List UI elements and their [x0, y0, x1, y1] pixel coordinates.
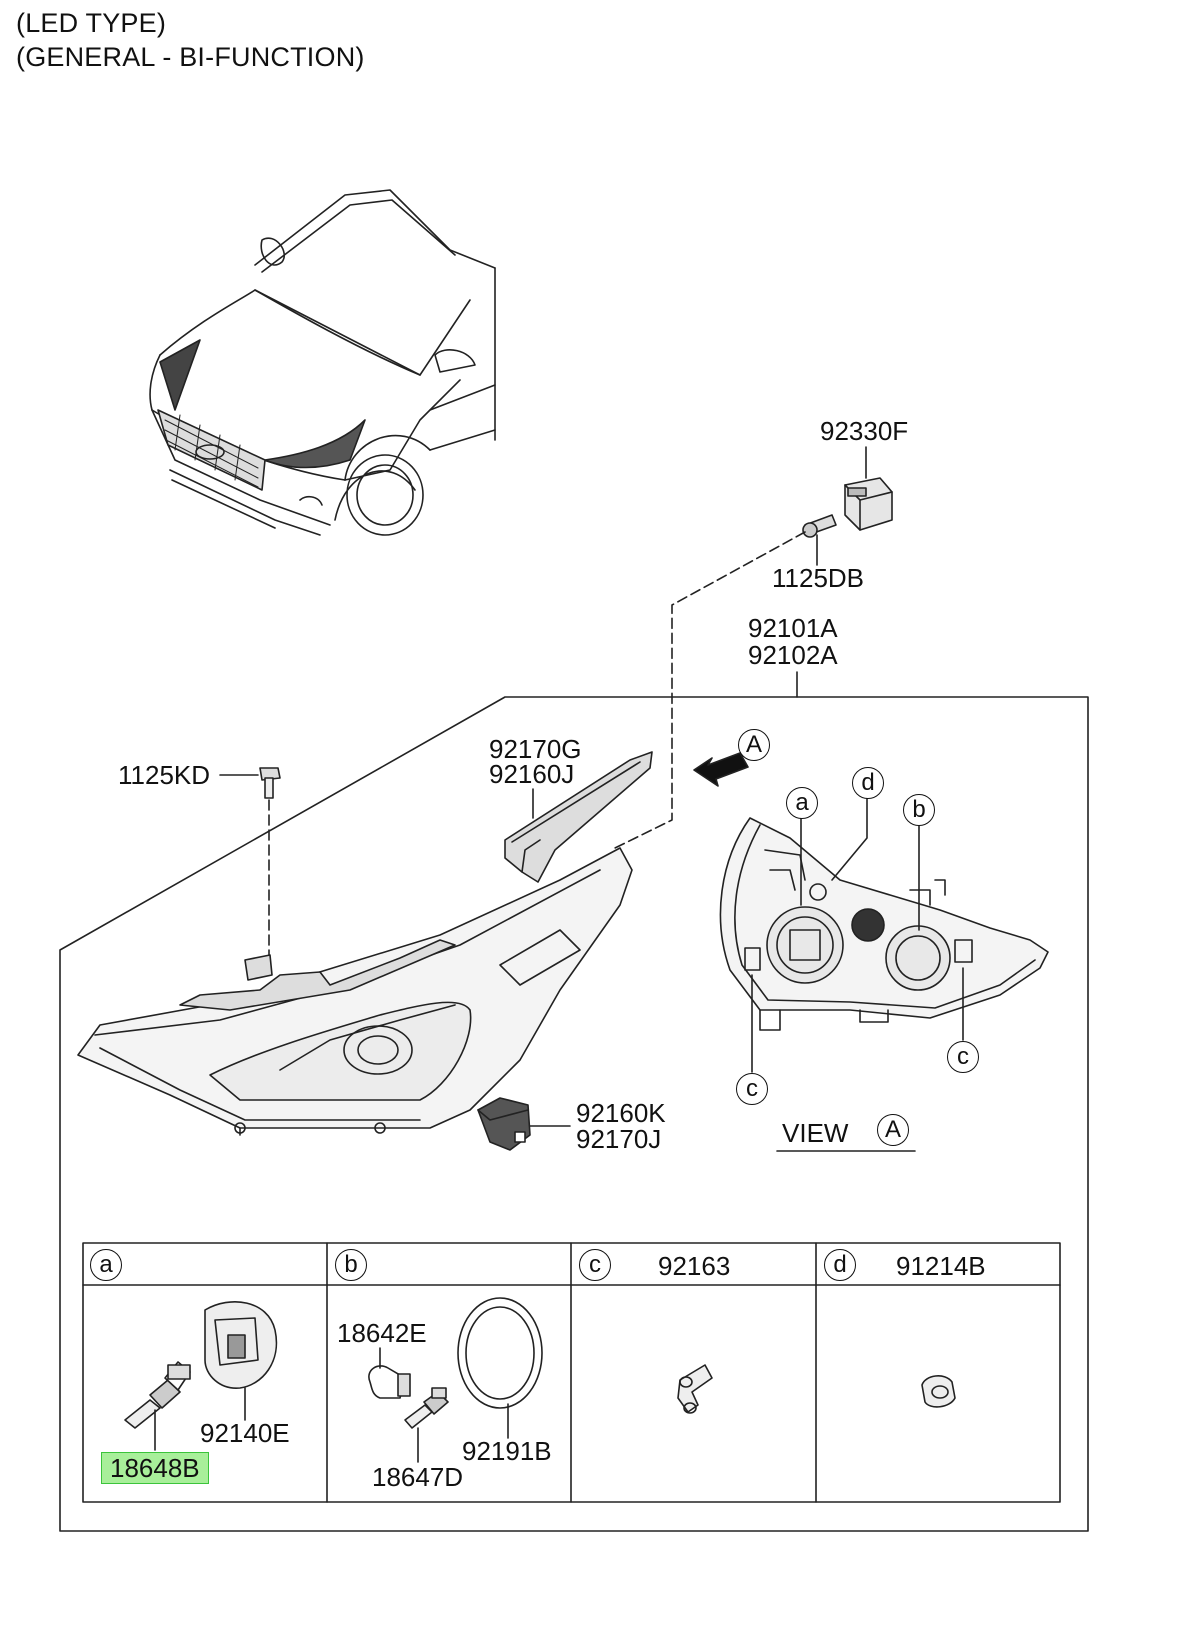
label-92101a[interactable]: 92101A	[748, 613, 838, 643]
view-a-arrow	[693, 752, 749, 787]
bolt-1125kd	[219, 767, 281, 956]
table-key-b: b	[335, 1249, 367, 1281]
headlamp-assembly	[77, 847, 633, 1136]
dashed-leader	[614, 531, 806, 849]
parts-table	[82, 1242, 1061, 1503]
label-1125db[interactable]: 1125DB	[772, 563, 865, 593]
label-92330f[interactable]: 92330F	[820, 416, 909, 446]
cell-c-part	[677, 1364, 713, 1414]
bolt-1125db	[802, 514, 837, 566]
label-92191b[interactable]: 92191B	[462, 1436, 552, 1466]
callout-a: a	[786, 787, 818, 819]
assembly-frame	[59, 696, 1089, 1532]
label-18647d[interactable]: 18647D	[372, 1462, 464, 1492]
callout-c-left: c	[736, 1073, 768, 1105]
bracket-upper	[504, 751, 653, 883]
callout-view-arrow-a: A	[738, 729, 770, 761]
cell-b-parts	[368, 1297, 543, 1463]
label-92140e[interactable]: 92140E	[200, 1418, 290, 1448]
table-key-a: a	[90, 1249, 122, 1281]
label-18648b-highlighted[interactable]: 18648B	[101, 1452, 209, 1484]
label-92170g[interactable]: 92170G	[489, 734, 582, 764]
callout-d: d	[852, 767, 884, 799]
table-key-d: d	[824, 1249, 856, 1281]
cell-a-parts	[124, 1301, 278, 1451]
label-92160j[interactable]: 92160J	[489, 759, 575, 789]
view-label: VIEW	[782, 1118, 849, 1148]
view-letter: A	[877, 1114, 909, 1146]
label-92170j[interactable]: 92170J	[576, 1124, 662, 1154]
connector-92330f	[844, 446, 893, 531]
bracket-lower	[477, 1097, 571, 1151]
table-key-c: c	[579, 1249, 611, 1281]
cell-d-part	[921, 1375, 956, 1408]
label-18642e[interactable]: 18642E	[337, 1318, 427, 1348]
table-part-91214b[interactable]: 91214B	[896, 1251, 986, 1281]
table-part-92163[interactable]: 92163	[658, 1251, 731, 1281]
header-line-2: (GENERAL - BI-FUNCTION)	[16, 42, 365, 72]
callout-b: b	[903, 794, 935, 826]
callout-c-right: c	[947, 1041, 979, 1073]
view-a-drawing	[719, 797, 1049, 1152]
label-1125kd[interactable]: 1125KD	[118, 760, 211, 790]
label-92160k[interactable]: 92160K	[576, 1098, 666, 1128]
label-92102a[interactable]: 92102A	[748, 640, 838, 670]
header-line-1: (LED TYPE)	[16, 8, 167, 38]
car-illustration	[149, 189, 496, 536]
